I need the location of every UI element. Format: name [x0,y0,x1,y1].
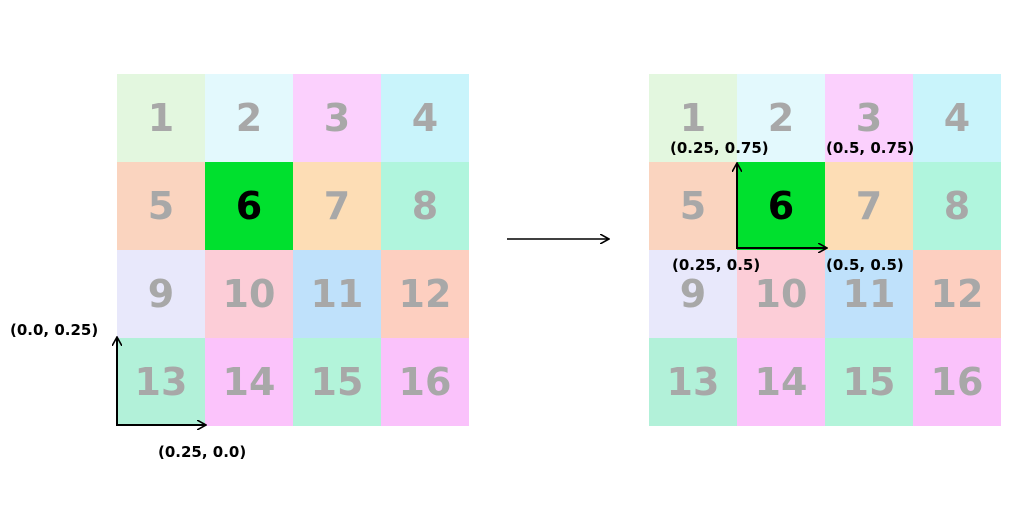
left-tile-3: 3 [293,74,381,162]
right-bottom-left-label: (0.25, 0.5) [672,256,760,274]
left-tile-16: 16 [381,338,469,426]
right-tile-2: 2 [737,74,825,162]
right-tile-10: 10 [737,250,825,338]
left-tile-11: 11 [293,250,381,338]
right-tile-7: 7 [825,162,913,250]
left-x-axis-label: (0.25, 0.0) [158,443,246,461]
left-tile-7: 7 [293,162,381,250]
left-tile-9: 9 [117,250,205,338]
left-tile-1: 1 [117,74,205,162]
right-top-right-label: (0.5, 0.75) [826,139,914,157]
left-tile-12: 12 [381,250,469,338]
left-tile-4: 4 [381,74,469,162]
left-tile-13: 13 [117,338,205,426]
right-tile-11: 11 [825,250,913,338]
left-y-axis-label: (0.0, 0.25) [10,321,98,339]
left-tile-6: 6 [205,162,293,250]
right-tile-16: 16 [913,338,1001,426]
right-tile-1: 1 [649,74,737,162]
right-tile-5: 5 [649,162,737,250]
right-tile-3: 3 [825,74,913,162]
left-tile-10: 10 [205,250,293,338]
right-tile-13: 13 [649,338,737,426]
right-tile-12: 12 [913,250,1001,338]
left-tile-2: 2 [205,74,293,162]
right-tile-4: 4 [913,74,1001,162]
right-tile-14: 14 [737,338,825,426]
right-top-left-label: (0.25, 0.75) [670,139,769,157]
right-tile-15: 15 [825,338,913,426]
right-tile-9: 9 [649,250,737,338]
left-tile-5: 5 [117,162,205,250]
right-tile-6: 6 [737,162,825,250]
right-bottom-right-label: (0.5, 0.5) [826,256,904,274]
left-tile-15: 15 [293,338,381,426]
left-tile-8: 8 [381,162,469,250]
right-tile-8: 8 [913,162,1001,250]
left-tile-14: 14 [205,338,293,426]
